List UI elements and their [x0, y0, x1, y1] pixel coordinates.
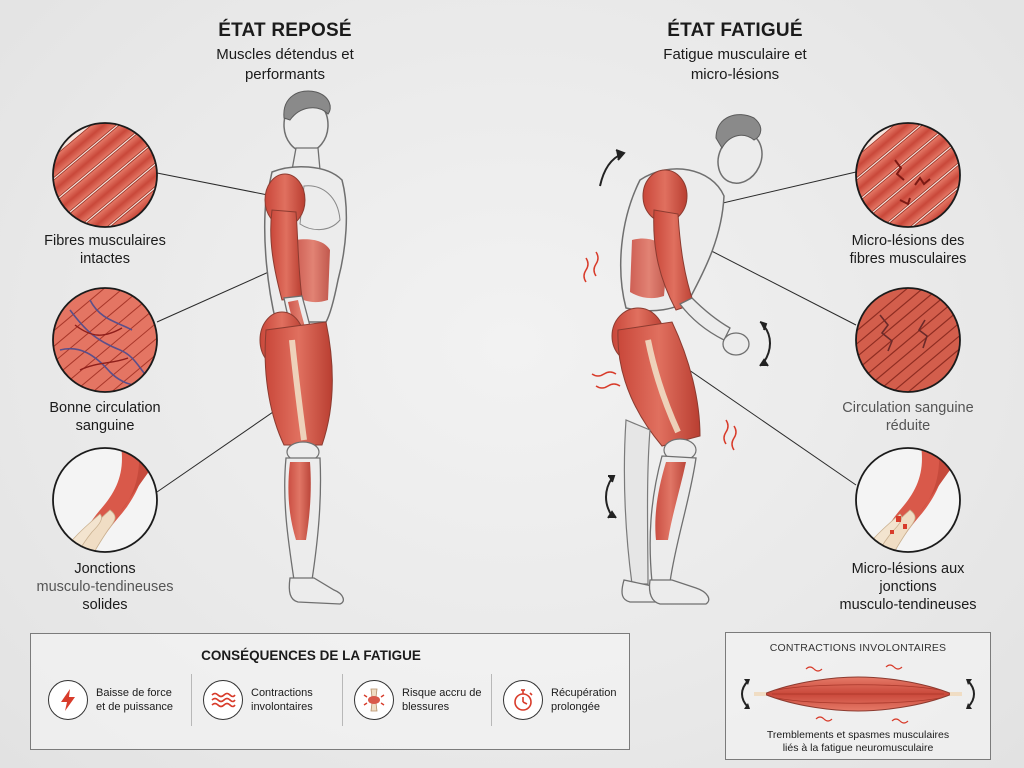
consequence-force-loss: Baisse de force et de puissance [48, 678, 173, 722]
contractions-caption: Tremblements et spasmes musculaires liés… [726, 729, 990, 755]
zoom-circle-fibres-intact [52, 122, 158, 228]
label-line: fibres musculaires [849, 251, 967, 267]
rest-subtitle-line-2: performants [244, 66, 326, 83]
zoom-circle-circulation-reduced [855, 287, 961, 393]
consequence-text: Contractions involontaires [251, 686, 313, 714]
fatigued-subtitle-line-1: Fatigue musculaire et [663, 46, 807, 63]
label-line: Circulation sanguine [842, 400, 974, 416]
stopwatch-icon [503, 680, 543, 720]
caption-line: Tremblements et spasmes musculaires [766, 729, 950, 741]
rest-subtitle: Muscles détendus et performants [190, 45, 380, 85]
resting-figure [259, 90, 348, 605]
contractions-title: CONTRACTIONS INVOLONTAIRES [769, 642, 947, 654]
label-line: Fibres musculaires [44, 233, 166, 249]
consequence-line: et de puissance [96, 701, 174, 713]
consequence-line: Récupération [551, 687, 617, 699]
lightning-icon [48, 680, 88, 720]
consequence-injury-risk: Risque accru de blessures [354, 678, 482, 722]
label-fibres-intact: Fibres musculaires intactes [25, 232, 185, 268]
tremor-marks [583, 251, 737, 451]
label-line: sanguine [75, 418, 135, 434]
fatigued-subtitle-line-2: micro-lésions [690, 66, 780, 83]
separator [491, 674, 492, 726]
connector-lines [156, 171, 857, 493]
fatigued-title: ÉTAT FATIGUÉ [667, 20, 803, 41]
label-circulation-good: Bonne circulation sanguine [25, 399, 185, 435]
zoom-circle-circulation-good [52, 287, 158, 393]
consequence-text: Récupération prolongée [551, 686, 616, 714]
consequence-line: Risque accru de [402, 687, 482, 699]
label-line: réduite [885, 418, 931, 434]
consequence-line: involontaires [251, 701, 313, 713]
consequences-title: CONSÉQUENCES DE LA FATIGUE [201, 648, 421, 663]
consequence-involuntary-contractions: Contractions involontaires [203, 678, 313, 722]
label-line: jonctions [879, 579, 937, 595]
separator [342, 674, 343, 726]
label-fibres-damaged: Micro-lésions des fibres musculaires [828, 232, 988, 268]
consequence-line: Baisse de force [96, 687, 172, 699]
fatigued-subtitle: Fatigue musculaire et micro-lésions [640, 45, 830, 85]
zoom-circle-junctions-solid [52, 447, 158, 553]
motion-arrows [599, 149, 771, 519]
label-line: Micro-lésions aux [851, 561, 965, 577]
rest-subtitle-line-1: Muscles détendus et [216, 46, 354, 63]
fatigued-figure [611, 114, 763, 605]
consequence-text: Risque accru de blessures [402, 686, 482, 714]
contractions-panel: CONTRACTIONS INVOLONTAIRES Tremblements … [725, 632, 991, 760]
label-circulation-reduced: Circulation sanguine réduite [828, 399, 988, 435]
consequence-line: prolongée [551, 701, 600, 713]
caption-line: liés à la fatigue neuromusculaire [782, 742, 934, 754]
contracting-muscle-illustration [741, 664, 975, 724]
consequence-line: Contractions [251, 687, 313, 699]
label-line: solides [82, 597, 128, 613]
wave-lines-icon [203, 680, 243, 720]
injured-joint-icon [354, 680, 394, 720]
consequence-prolonged-recovery: Récupération prolongée [503, 678, 616, 722]
label-line: musculo-tendineuses [839, 597, 977, 613]
label-junctions-damaged: Micro-lésions aux jonctions musculo-tend… [823, 560, 993, 614]
consequences-panel: CONSÉQUENCES DE LA FATIGUE Baisse de for… [30, 633, 630, 750]
rest-title: ÉTAT REPOSÉ [218, 20, 352, 41]
zoom-circle-junctions-damaged [855, 447, 961, 553]
label-line: Jonctions [74, 561, 136, 577]
label-line: Micro-lésions des [851, 233, 965, 249]
label-junctions-solid: Jonctions musculo-tendineuses solides [20, 560, 190, 614]
label-line: musculo-tendineuses [36, 579, 174, 595]
consequence-text: Baisse de force et de puissance [96, 686, 173, 714]
label-line: Bonne circulation [49, 400, 161, 416]
label-line: intactes [80, 251, 130, 267]
zoom-circle-fibres-damaged [855, 122, 961, 228]
consequence-line: blessures [402, 701, 450, 713]
separator [191, 674, 192, 726]
